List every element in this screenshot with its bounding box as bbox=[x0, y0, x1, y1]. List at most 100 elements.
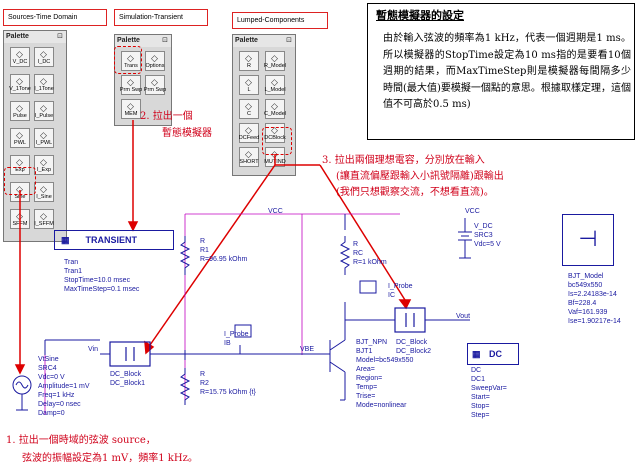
component-icon: ◇ bbox=[40, 50, 47, 60]
component-label: I_1Tone bbox=[34, 86, 54, 92]
tab-sources-time-domain[interactable]: Sources-Time Domain bbox=[3, 9, 107, 26]
dc-icon: ▦ bbox=[472, 349, 481, 359]
lumped-component-4[interactable]: ◇ bbox=[239, 99, 259, 119]
component-label: MUTIND bbox=[264, 159, 286, 165]
source-component-7[interactable]: ◇ bbox=[34, 128, 54, 148]
source-component-2[interactable]: ◇ bbox=[10, 74, 30, 94]
component-label: Options bbox=[145, 63, 165, 69]
component-icon: ◇ bbox=[40, 131, 47, 141]
lumped-component-3[interactable]: ◇ bbox=[265, 75, 285, 95]
sim-component-0[interactable]: ◇ bbox=[121, 51, 141, 71]
component-label: DCBlock bbox=[264, 135, 286, 141]
component-label: I_DC bbox=[37, 59, 51, 65]
pin-icon[interactable]: ⊡ bbox=[162, 36, 168, 44]
component-icon: ◇ bbox=[245, 150, 252, 160]
lumped-component-7[interactable]: ◇ bbox=[265, 123, 285, 143]
pin-icon[interactable]: ⊡ bbox=[286, 36, 292, 44]
note-1-line1: 1. 拉出一個時域的弦波 source， bbox=[6, 435, 156, 446]
component-label: Trans bbox=[124, 63, 138, 69]
component-icon: ◇ bbox=[127, 102, 134, 112]
component-icon: ◇ bbox=[16, 131, 23, 141]
highlight-sine bbox=[4, 167, 36, 195]
bjt-model-symbol[interactable]: ⊣ bbox=[562, 214, 614, 266]
source-component-6[interactable]: ◇ bbox=[10, 128, 30, 148]
component-icon: ◇ bbox=[16, 158, 23, 168]
highlight-dcblock bbox=[262, 127, 292, 155]
source-component-0[interactable]: ◇ bbox=[10, 47, 30, 67]
component-label: R bbox=[247, 63, 251, 69]
component-icon: ◇ bbox=[245, 78, 252, 88]
component-label: Pulse bbox=[13, 113, 27, 119]
pin-icon[interactable]: ⊡ bbox=[57, 32, 63, 40]
component-label: DCFeed bbox=[238, 135, 260, 141]
component-label: V_DC bbox=[12, 59, 28, 65]
note-3-line1: 3. 拉出兩個理想電容，分別放在輸入 bbox=[322, 155, 485, 166]
source-component-13[interactable]: ◇ bbox=[34, 209, 54, 229]
vcc-label-2: VCC bbox=[465, 208, 480, 215]
component-icon: ◇ bbox=[245, 102, 252, 112]
sim-component-1[interactable]: ◇ bbox=[145, 51, 165, 71]
palette-header: Palette bbox=[4, 31, 66, 43]
component-icon: ◇ bbox=[151, 78, 158, 88]
source-component-9[interactable]: ◇ bbox=[34, 155, 54, 175]
component-icon: ◇ bbox=[271, 102, 278, 112]
simulation-palette: Palette ⊡ ◇Trans◇Options◇Prm Swp◇Prm Swp… bbox=[114, 34, 172, 126]
transient-title: TRANSIENT bbox=[85, 235, 138, 245]
vin-label: Vin bbox=[88, 346, 98, 353]
component-label: Prm Swp bbox=[143, 87, 167, 93]
component-icon: ◇ bbox=[271, 54, 278, 64]
tran-params: Tran Tran1 StopTime=10.0 msec MaxTimeSte… bbox=[64, 259, 140, 293]
tab-simulation-transient[interactable]: Simulation-Transient bbox=[114, 9, 208, 26]
component-label: MEM bbox=[124, 111, 138, 117]
component-label: I_SFFM bbox=[34, 221, 54, 227]
lumped-component-1[interactable]: ◇ bbox=[265, 51, 285, 71]
r2-params: R R2 R=15.75 kOhm {t} bbox=[200, 371, 256, 396]
transient-controller[interactable]: ▦ TRANSIENT bbox=[54, 230, 174, 250]
iprobe-ib-params: I_Probe IB bbox=[224, 331, 249, 347]
bjt-model-params: BJT_Model bc549x550 Is=2.24183e-14 Bf=22… bbox=[568, 273, 621, 325]
component-icon: ◇ bbox=[245, 54, 252, 64]
transient-icon: ▦ bbox=[61, 235, 70, 245]
sim-component-2[interactable]: ◇ bbox=[121, 75, 141, 95]
vsine-params: VtSine SRC4 Vdc=0 V Amplitude=1 mV Freq=… bbox=[38, 356, 90, 417]
r1-params: R R1 R=96.95 kOhm bbox=[200, 238, 248, 263]
component-label: I_Pulse bbox=[34, 113, 54, 119]
source-component-1[interactable]: ◇ bbox=[34, 47, 54, 67]
lumped-component-5[interactable]: ◇ bbox=[265, 99, 285, 119]
dcblock1-params: DC_Block DC_Block1 bbox=[110, 371, 146, 387]
component-label: PWL bbox=[14, 140, 26, 146]
component-icon: ◇ bbox=[271, 78, 278, 88]
component-label: Exp bbox=[15, 167, 25, 173]
tab-lumped-components[interactable]: Lumped-Components bbox=[232, 12, 328, 29]
sim-component-4[interactable]: ◇ bbox=[121, 99, 141, 119]
source-component-4[interactable]: ◇ bbox=[10, 101, 30, 121]
iprobe-ic-params: I_Probe IC bbox=[388, 283, 413, 299]
rc-params: R RC R=1 kOhm bbox=[353, 241, 387, 266]
component-icon: ◇ bbox=[16, 77, 23, 87]
component-label: I_Sine bbox=[36, 194, 52, 200]
source-palette: Palette ⊡ ◇V_DC◇I_DC◇V_1Tone◇I_1Tone◇Pul… bbox=[3, 30, 67, 242]
info-box: 暫態模擬器的設定 由於輸入弦波的頻率為1 kHz，代表一個週期是1 ms。所以模… bbox=[367, 3, 635, 140]
info-title: 暫態模擬器的設定 bbox=[376, 9, 464, 22]
vbe-label: VBE bbox=[300, 346, 315, 353]
component-label: SHORT bbox=[239, 159, 259, 165]
dcblock2-params: DC_Block DC_Block2 bbox=[396, 339, 432, 355]
source-component-3[interactable]: ◇ bbox=[34, 74, 54, 94]
lumped-component-2[interactable]: ◇ bbox=[239, 75, 259, 95]
component-icon: ◇ bbox=[16, 50, 23, 60]
component-label: Prm Swp bbox=[119, 87, 143, 93]
dc-controller[interactable]: ▦ DC bbox=[467, 343, 519, 365]
bjt-params: BJT_NPN BJT1 Model=bc549x550 Area= Regio… bbox=[356, 339, 414, 409]
vout-label: Vout bbox=[456, 313, 471, 320]
sim-component-3[interactable]: ◇ bbox=[145, 75, 165, 95]
highlight-trans bbox=[114, 46, 142, 74]
note-2-line1: 2. 拉出一個 bbox=[140, 111, 193, 122]
dc-params: DC DC1 SweepVar= Start= Stop= Step= bbox=[471, 367, 507, 419]
lumped-component-6[interactable]: ◇ bbox=[239, 123, 259, 143]
component-icon: ◇ bbox=[40, 185, 47, 195]
lumped-component-0[interactable]: ◇ bbox=[239, 51, 259, 71]
source-component-5[interactable]: ◇ bbox=[34, 101, 54, 121]
component-icon: ◇ bbox=[16, 104, 23, 114]
component-label: V_1Tone bbox=[9, 86, 31, 92]
source-component-8[interactable]: ◇ bbox=[10, 155, 30, 175]
